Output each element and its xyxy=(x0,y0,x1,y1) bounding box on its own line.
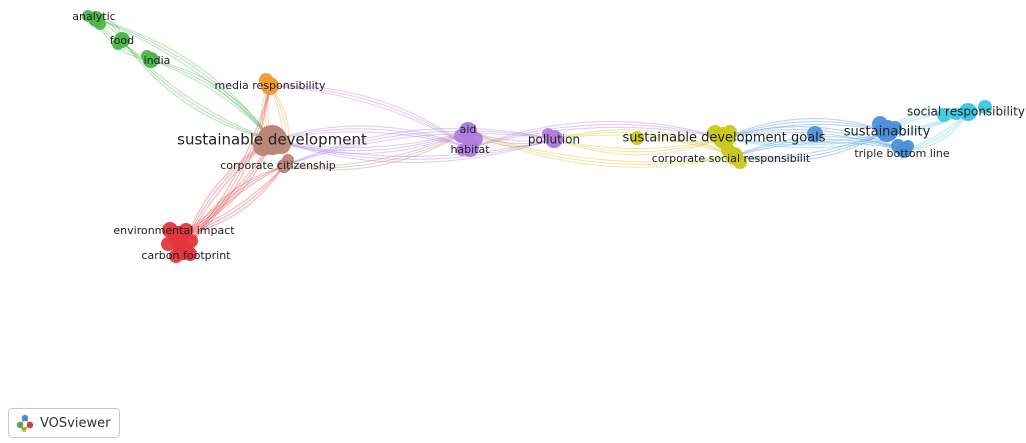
node-food[interactable] xyxy=(114,32,130,48)
node-corporate-citizenship[interactable] xyxy=(277,159,291,173)
cluster-node-cyan[interactable] xyxy=(937,108,951,122)
label-corporate-citizenship[interactable]: corporate citizenship xyxy=(220,159,336,172)
node-analytic[interactable] xyxy=(88,11,104,27)
link-sustainable-development-aid xyxy=(271,130,469,152)
link-sustainable-development-habitat xyxy=(271,131,471,149)
link-sustainable-development-analytic xyxy=(95,18,273,141)
label-carbon-footprint[interactable]: carbon footprint xyxy=(142,249,232,262)
link-pollution-corporate-social-responsibility xyxy=(553,134,735,157)
node-sustainable-development[interactable] xyxy=(257,125,287,155)
link-corporate-citizenship-pollution xyxy=(283,130,555,167)
label-sustainability[interactable]: sustainability xyxy=(844,125,931,140)
node-sustainability[interactable] xyxy=(876,120,898,142)
label-corporate-social-responsibility[interactable]: corporate social responsibilit xyxy=(652,152,811,165)
node-corporate-social-responsibility[interactable] xyxy=(725,147,743,165)
link-sustainable-development-pollution xyxy=(271,138,555,163)
cluster-node-cyan[interactable] xyxy=(950,108,962,120)
link-media-responsibility-habitat xyxy=(269,85,471,149)
link-sustainable-development-goals-social-responsibility xyxy=(723,111,969,149)
label-media-responsibility[interactable]: media responsibility xyxy=(215,79,326,92)
link-pollution-corporate-social-responsibility xyxy=(553,131,735,157)
label-environmental-impact[interactable]: environmental impact xyxy=(113,224,235,237)
link-media-responsibility-habitat xyxy=(269,85,471,149)
network-labels: analytic food india media responsibility sus… xyxy=(72,10,1025,262)
node-pollution[interactable] xyxy=(545,130,563,148)
link-sustainable-development-food xyxy=(121,39,273,141)
link-aid-corporate-social-responsibility xyxy=(467,130,735,163)
link-aid-corporate-social-responsibility xyxy=(467,130,735,168)
link-corporate-citizenship-aid xyxy=(283,130,469,167)
node-sustainable-development-goals[interactable] xyxy=(713,127,735,149)
network-nodes xyxy=(82,10,992,263)
link-sustainable-development-pollution xyxy=(271,138,555,160)
label-pollution[interactable]: pollution xyxy=(528,133,580,147)
link-corporate-social-responsibility-sustainability xyxy=(733,130,888,162)
link-habitat-sustainable-development-goals xyxy=(469,123,725,149)
link-aid-corporate-social-responsibility xyxy=(467,130,735,166)
node-india[interactable] xyxy=(143,52,159,68)
node-carbon-footprint[interactable] xyxy=(173,240,193,260)
link-media-responsibility-carbon-footprint xyxy=(182,85,271,251)
link-habitat-sustainable-development-goals xyxy=(469,126,725,149)
link-sustainable-development-food xyxy=(121,39,273,141)
link-corporate-social-responsibility-sustainability xyxy=(733,130,888,158)
label-sustainable-development-goals[interactable]: sustainable development goals xyxy=(622,131,825,146)
link-sustainable-development-habitat xyxy=(271,125,471,149)
label-india[interactable]: india xyxy=(144,54,171,67)
link-sustainable-development-goals-social-responsibility xyxy=(723,111,969,144)
link-sustainable-development-aid xyxy=(271,130,469,149)
link-media-responsibility-carbon-footprint xyxy=(182,85,271,251)
link-media-responsibility-habitat xyxy=(269,85,471,149)
link-corporate-social-responsibility-sustainability xyxy=(733,130,888,160)
label-food[interactable]: food xyxy=(110,34,134,47)
vosviewer-brand-button[interactable]: VOSviewer xyxy=(8,408,120,438)
link-sustainable-development-goals-social-responsibility xyxy=(723,111,969,146)
node-triple-bottom-line[interactable] xyxy=(896,142,912,158)
link-sustainable-development-india xyxy=(150,59,273,141)
link-sustainable-development-goals-sustainability xyxy=(723,117,888,139)
link-sustainable-development-india xyxy=(150,59,273,141)
link-corporate-citizenship-environmental-impact xyxy=(177,165,285,237)
link-corporate-citizenship-aid xyxy=(283,130,469,169)
label-sustainable-development[interactable]: sustainable development xyxy=(177,131,367,149)
label-triple-bottom-line[interactable]: triple bottom line xyxy=(854,147,950,160)
label-social-responsibility[interactable]: social responsibility xyxy=(907,105,1025,119)
link-sustainable-development-pollution xyxy=(271,138,555,157)
vosviewer-logo-icon xyxy=(16,414,34,433)
link-sustainable-development-analytic xyxy=(95,18,273,141)
label-aid[interactable]: aid xyxy=(460,123,477,136)
cluster-node-cyan[interactable] xyxy=(978,100,992,114)
link-corporate-social-responsibility-triple-bottom-line xyxy=(733,142,905,157)
link-sustainable-development-aid xyxy=(271,130,469,155)
label-analytic[interactable]: analytic xyxy=(72,10,115,23)
cluster-node-yellow[interactable] xyxy=(630,131,644,145)
link-pollution-sustainable-development-goals xyxy=(553,137,725,156)
link-sustainable-development-goals-sustainability xyxy=(723,123,888,139)
node-habitat[interactable] xyxy=(461,139,479,157)
link-pollution-sustainable-development-goals xyxy=(553,137,725,153)
vosviewer-label: VOSviewer xyxy=(40,415,111,431)
link-sustainable-development-india xyxy=(150,59,273,141)
link-pollution-sustainable-development-goals xyxy=(553,137,725,150)
node-media-responsibility[interactable] xyxy=(261,77,279,95)
link-sustainable-development-analytic xyxy=(95,18,273,141)
label-habitat[interactable]: habitat xyxy=(450,143,490,156)
node-aid[interactable] xyxy=(459,122,477,140)
link-sustainable-development-habitat xyxy=(271,128,471,149)
link-habitat-sustainable-development-goals xyxy=(469,120,725,149)
cluster-node-blue[interactable] xyxy=(807,126,823,142)
link-corporate-citizenship-pollution xyxy=(283,132,555,167)
link-corporate-citizenship-pollution xyxy=(283,127,555,167)
link-media-responsibility-carbon-footprint xyxy=(182,85,271,251)
link-corporate-citizenship-aid xyxy=(283,130,469,171)
link-sustainable-development-goals-sustainability xyxy=(723,120,888,139)
link-sustainable-development-food xyxy=(121,39,273,141)
node-social-responsibility[interactable] xyxy=(959,103,977,121)
link-pollution-corporate-social-responsibility xyxy=(553,129,735,157)
